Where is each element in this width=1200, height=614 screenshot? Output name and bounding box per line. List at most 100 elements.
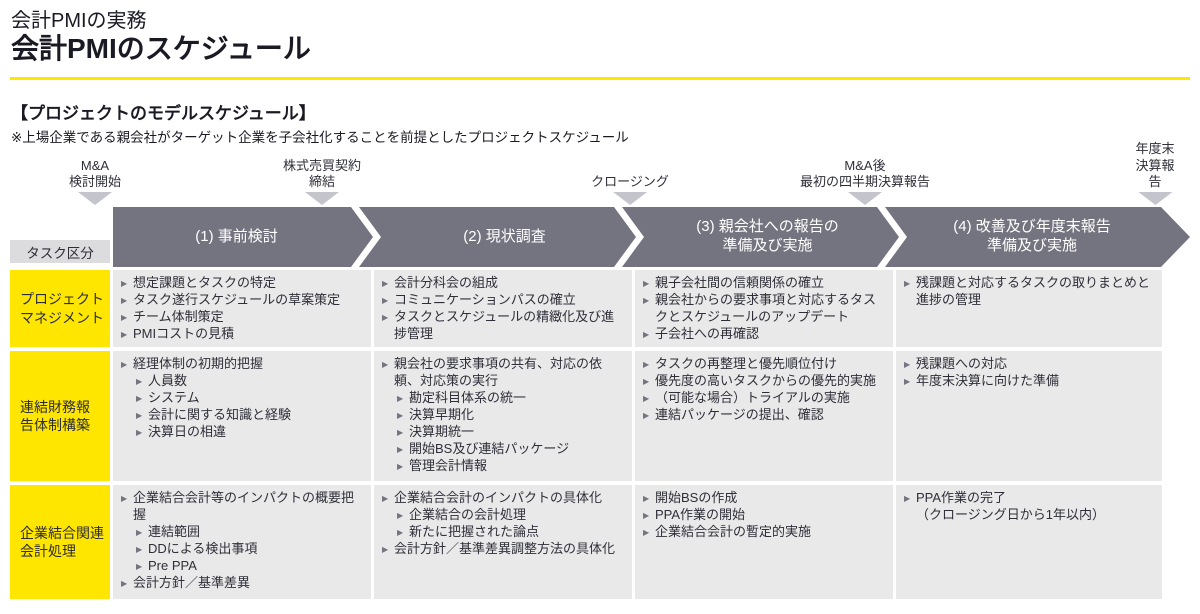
task-cell-r2-c1: ▶経理体制の初期的把握▶人員数▶システム▶会計に関する知識と経験▶決算日の相違	[113, 351, 371, 481]
bullet-item: ▶ 決算日の相違	[136, 424, 365, 441]
task-cell-r2-c2: ▶親会社の要求事項の共有、対応の依頼、対応策の実行▶勘定科目体系の統一▶決算早期…	[374, 351, 632, 481]
bullet-triangle-icon: ▶	[397, 444, 404, 454]
bullet-text: 開始BS及び連結パッケージ	[409, 440, 570, 456]
task-cell-r1-c2: ▶ 会計分科会の組成 ▶コミュニケーションパスの確立 ▶ タスクとスケジュールの精緻化及…	[374, 270, 632, 347]
triangle-down-icon	[304, 192, 339, 205]
bullet-text: 残課題と対応するタスクの取りまとめと進捗の管理	[916, 275, 1151, 307]
bullet-item: ▶ 残課題と対応するタスクの取りまとめと進捗の管理	[904, 275, 1156, 309]
bullet-text: 親会社からの要求事項と対応するタスクとスケジュールのアップデート	[655, 292, 877, 324]
bullet-triangle-icon: ▶	[121, 296, 128, 305]
milestone-label: M&A 検討開始	[68, 157, 122, 189]
task-cell-r1-c3: ▶ 親子会社間の信頼関係の確立 ▶ 親会社からの要求事項と対応するタスクとスケジュール…	[635, 270, 893, 347]
bullet-triangle-icon: ▶	[904, 279, 911, 288]
bullet-text: 新たに把握された論点	[409, 524, 540, 539]
milestone-label: 株式売買契約 締結	[282, 157, 362, 189]
section-heading: 【プロジェクトのモデルスケジュール】	[11, 104, 316, 123]
bullet-triangle-icon: ▶	[397, 427, 404, 437]
bullet-text: 企業結合会計の暫定的実施	[655, 524, 812, 539]
bullet-item: ▶ 会計分科会の組成	[382, 275, 626, 292]
milestone-spa-signing: 株式売買契約 締結	[283, 147, 361, 205]
bullet-item: ▶開始BSの作成	[643, 490, 887, 507]
milestone-label: M&A後 最初の四半期決算報告	[799, 157, 931, 189]
bullet-text: PPA作業の開始	[655, 507, 746, 522]
task-cell-r3-c2: ▶企業結合会計のインパクトの具体化 ▶ 企業結合の会計処理 ▶ 新たに把握された論点 ▶ 会…	[374, 485, 632, 599]
bullet-text: システム	[148, 390, 200, 405]
bullet-triangle-icon: ▶	[382, 279, 389, 288]
bullet-triangle-icon: ▶	[382, 360, 389, 369]
bullet-item: ▶企業結合会計のインパクトの具体化	[382, 490, 626, 507]
bullet-triangle-icon: ▶	[643, 296, 650, 305]
bullet-triangle-icon: ▶	[121, 330, 128, 339]
bullet-item: ▶ タスク遂行スケジュールの草案策定	[121, 292, 365, 309]
bullet-text: 企業結合の会計処理	[409, 507, 527, 522]
bullet-item: ▶ 親会社からの要求事項と対応するタスクとスケジュールのアップデート	[643, 292, 887, 326]
bullet-item: ▶ 新たに把握された論点	[397, 524, 626, 541]
bullet-item: ▶コミュニケーションパスの確立	[382, 292, 626, 309]
bullet-text: DDによる検出事項	[148, 540, 258, 556]
triangle-down-icon	[613, 192, 647, 205]
bullet-item: ▶ 企業結合の会計処理	[397, 507, 626, 524]
bullet-triangle-icon: ▶	[643, 360, 650, 369]
bullet-item: ▶経理体制の初期的把握	[121, 356, 365, 373]
bullet-item: ▶ 会計方針／基準差異調整方法の具体化	[382, 541, 626, 558]
task-cell-r2-c4: ▶残課題への対応▶年度末決算に向けた準備	[896, 351, 1162, 481]
task-cell-r2-c3: ▶タスクの再整理と優先順位付け▶優先度の高いタスクからの優先的実施▶（可能な場合…	[635, 351, 893, 481]
milestone-first-quarter-report: M&A後 最初の四半期決算報告	[800, 147, 930, 205]
milestone-closing: クロージング	[591, 147, 669, 205]
task-cell-r3-c4: ▶PPA作業の完了 （クロージング日から1年以内）	[896, 485, 1162, 599]
bullet-text: 親子会社間の信頼関係の確立	[655, 275, 825, 290]
bullet-text: 決算早期化	[409, 406, 475, 422]
bullet-text: 勘定科目体系の統一	[409, 389, 527, 405]
bullet-text: 企業結合会計のインパクトの具体化	[394, 490, 603, 505]
bullet-text: タスク遂行スケジュールの草案策定	[133, 292, 341, 307]
milestone-ma-start: M&A 検討開始	[69, 147, 121, 205]
bullet-triangle-icon: ▶	[382, 545, 389, 554]
bullet-triangle-icon: ▶	[397, 528, 404, 537]
bullet-triangle-icon: ▶	[121, 313, 128, 322]
bullet-text: 優先度の高いタスクからの優先的実施	[655, 373, 877, 388]
bullet-triangle-icon: ▶	[397, 511, 404, 520]
bullet-triangle-icon: ▶	[643, 411, 650, 420]
bullet-item: ▶PPA作業の完了 （クロージング日から1年以内）	[904, 490, 1156, 524]
bullet-triangle-icon: ▶	[643, 279, 650, 288]
bullet-item: ▶ 開始BS及び連結パッケージ	[397, 441, 626, 458]
bullet-triangle-icon: ▶	[121, 494, 128, 503]
bullet-item: ▶システム	[136, 390, 365, 407]
bullet-text: Pre PPA	[148, 557, 197, 573]
bullet-text: チーム体制策定	[133, 309, 224, 324]
bullet-text: 親会社の要求事項の共有、対応の依頼、対応策の実行	[394, 356, 603, 388]
accent-divider	[10, 77, 1190, 80]
bullet-text: 子会社への再確認	[655, 325, 760, 341]
phase-label-2: (2) 現状調査	[463, 227, 546, 245]
task-cell-r3-c1: ▶企業結合会計等のインパクトの概要把握▶連結範囲▶DDによる検出事項▶Pre P…	[113, 485, 371, 599]
bullet-item: ▶会計方針／基準差異	[121, 575, 365, 592]
bullet-triangle-icon: ▶	[121, 360, 128, 369]
bullet-text: 会計方針／基準差異調整方法の具体化	[394, 541, 616, 556]
category-label-row-3: 企業結合関連 会計処理	[10, 485, 110, 599]
bullet-item: ▶残課題への対応	[904, 356, 1156, 373]
bullet-text: PMIコストの見積	[133, 326, 235, 341]
triangle-down-icon	[1138, 192, 1172, 205]
bullet-item: ▶想定課題とタスクの特定	[121, 275, 365, 292]
bullet-item: ▶人員数	[136, 373, 365, 390]
bullet-triangle-icon: ▶	[136, 561, 143, 571]
page-title: 会計PMIのスケジュール	[11, 33, 311, 64]
bullet-text: タスクの再整理と優先順位付け	[655, 356, 838, 371]
bullet-item: ▶会計に関する知識と経験	[136, 407, 365, 424]
bullet-item: ▶決算早期化	[397, 407, 626, 424]
bullet-text: タスクとスケジュールの精緻化及び進捗管理	[394, 309, 615, 341]
bullet-text: 決算日の相違	[148, 424, 227, 439]
schedule-matrix: プロジェクト マネジメント▶想定課題とタスクの特定▶タスク遂行スケジュールの草案…	[10, 270, 1162, 599]
bullet-triangle-icon: ▶	[643, 377, 650, 386]
bullet-item: ▶決算期統一	[397, 424, 626, 441]
bullet-item: ▶ PMIコストの見積	[121, 326, 365, 343]
bullet-item: ▶ 親子会社間の信頼関係の確立	[643, 275, 887, 292]
section-note: ※上場企業である親会社がターゲット企業を子会社化することを前提としたプロジェクト…	[11, 130, 629, 145]
bullet-triangle-icon: ▶	[382, 313, 389, 322]
bullet-text: 管理会計情報	[409, 457, 488, 473]
bullet-text: 想定課題とタスクの特定	[133, 275, 277, 290]
bullet-triangle-icon: ▶	[136, 428, 143, 437]
bullet-text: 会計分科会の組成	[394, 275, 499, 290]
bullet-text: 企業結合会計等のインパクトの概要把握	[133, 490, 355, 522]
